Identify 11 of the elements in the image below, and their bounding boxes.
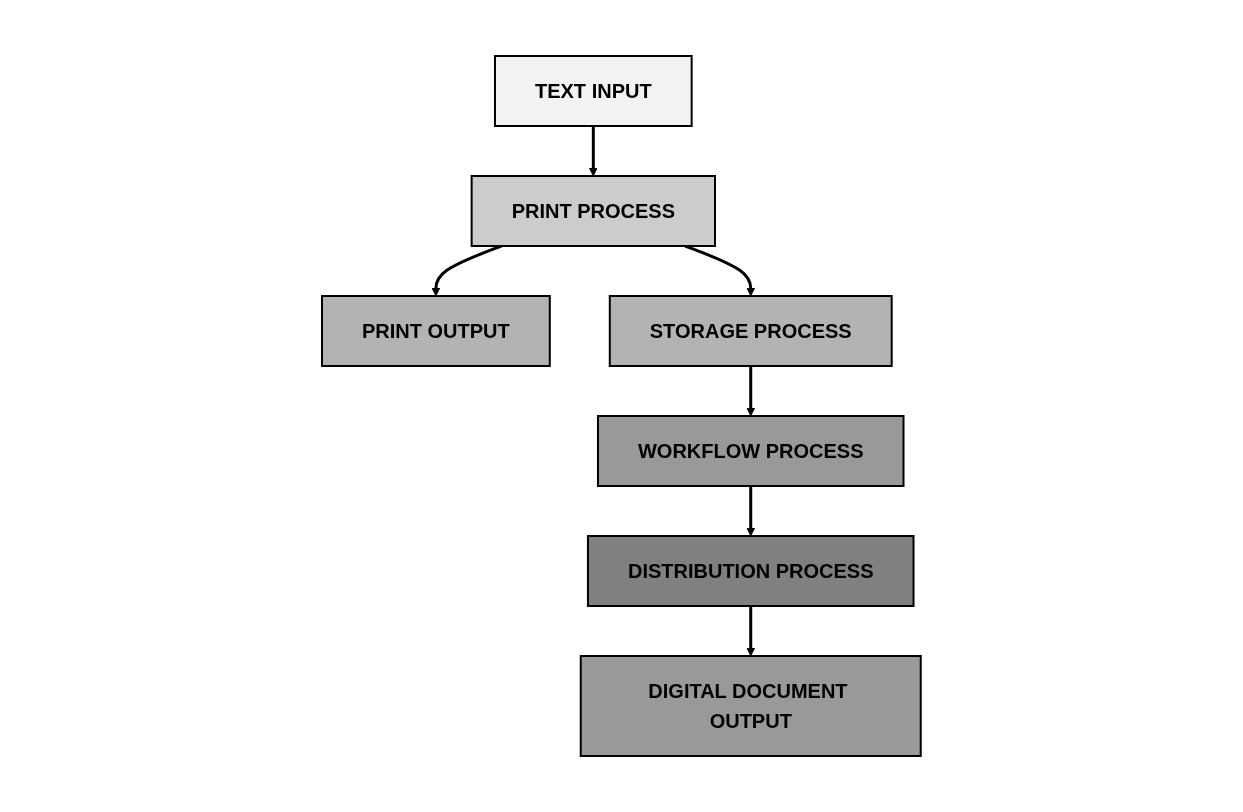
node-box: PRINT OUTPUT (321, 295, 551, 367)
arrow (746, 486, 756, 537)
node-box: DISTRIBUTION PROCESS (587, 535, 915, 607)
node-box: WORKFLOW PROCESS (597, 415, 905, 487)
node-box: TEXT INPUT (494, 55, 693, 127)
node-box: STORAGE PROCESS (608, 295, 893, 367)
node-box: PRINT PROCESS (470, 175, 717, 247)
node-box: DIGITAL DOCUMENT OUTPUT (579, 655, 922, 757)
arrow (746, 366, 756, 417)
arrow (589, 126, 598, 177)
arrow (746, 606, 756, 657)
